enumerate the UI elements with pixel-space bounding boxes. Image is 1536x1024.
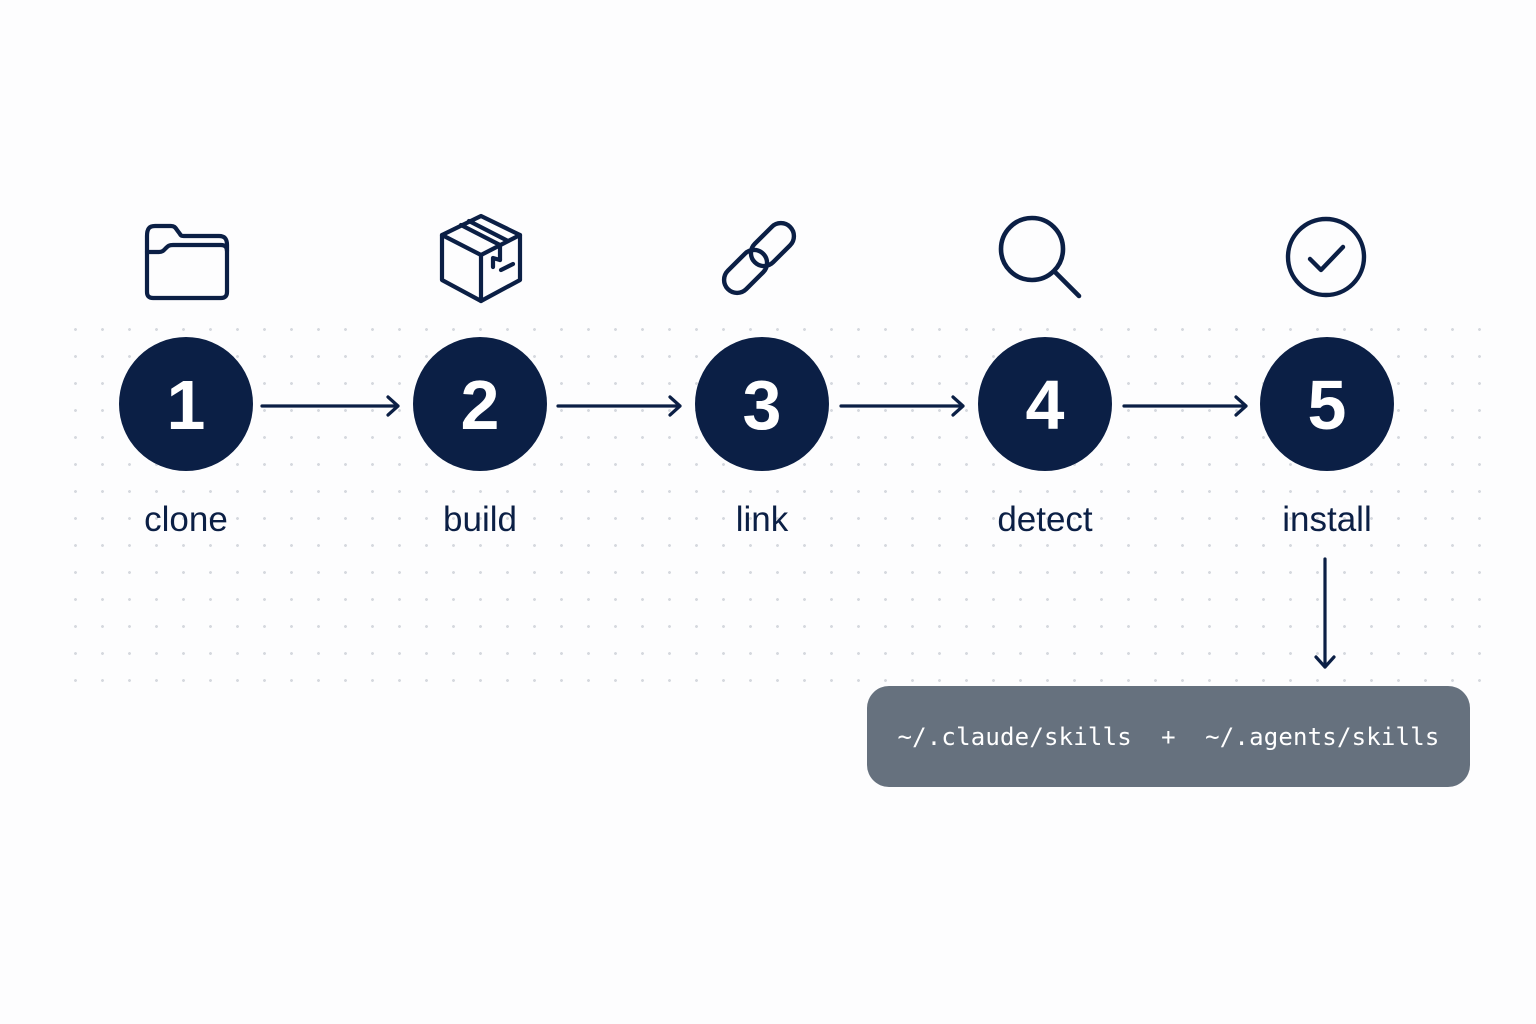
step-4-circle: 4: [978, 337, 1112, 471]
arrow-install-to-target: [1314, 557, 1336, 669]
arrow-2-to-3: [556, 395, 682, 417]
step-3-label: link: [735, 500, 789, 539]
install-target-path: ~/.claude/skills + ~/.agents/skills: [897, 722, 1440, 751]
install-target-box: ~/.claude/skills + ~/.agents/skills: [867, 686, 1470, 787]
check-circle-icon: [1278, 209, 1374, 305]
step-1-circle: 1: [119, 337, 253, 471]
step-5-label: install: [1282, 500, 1372, 539]
step-2-circle: 2: [413, 337, 547, 471]
step-2-label: build: [443, 500, 517, 539]
arrow-4-to-5: [1122, 395, 1248, 417]
step-4-label: detect: [997, 500, 1093, 539]
step-3-circle: 3: [695, 337, 829, 471]
step-5-circle: 5: [1260, 337, 1394, 471]
package-box-icon: [433, 210, 529, 306]
magnifier-icon: [994, 211, 1090, 307]
folder-icon: [139, 212, 235, 308]
arrow-1-to-2: [260, 395, 400, 417]
step-1-label: clone: [144, 500, 228, 539]
chain-link-icon: [711, 210, 807, 306]
arrow-3-to-4: [839, 395, 965, 417]
